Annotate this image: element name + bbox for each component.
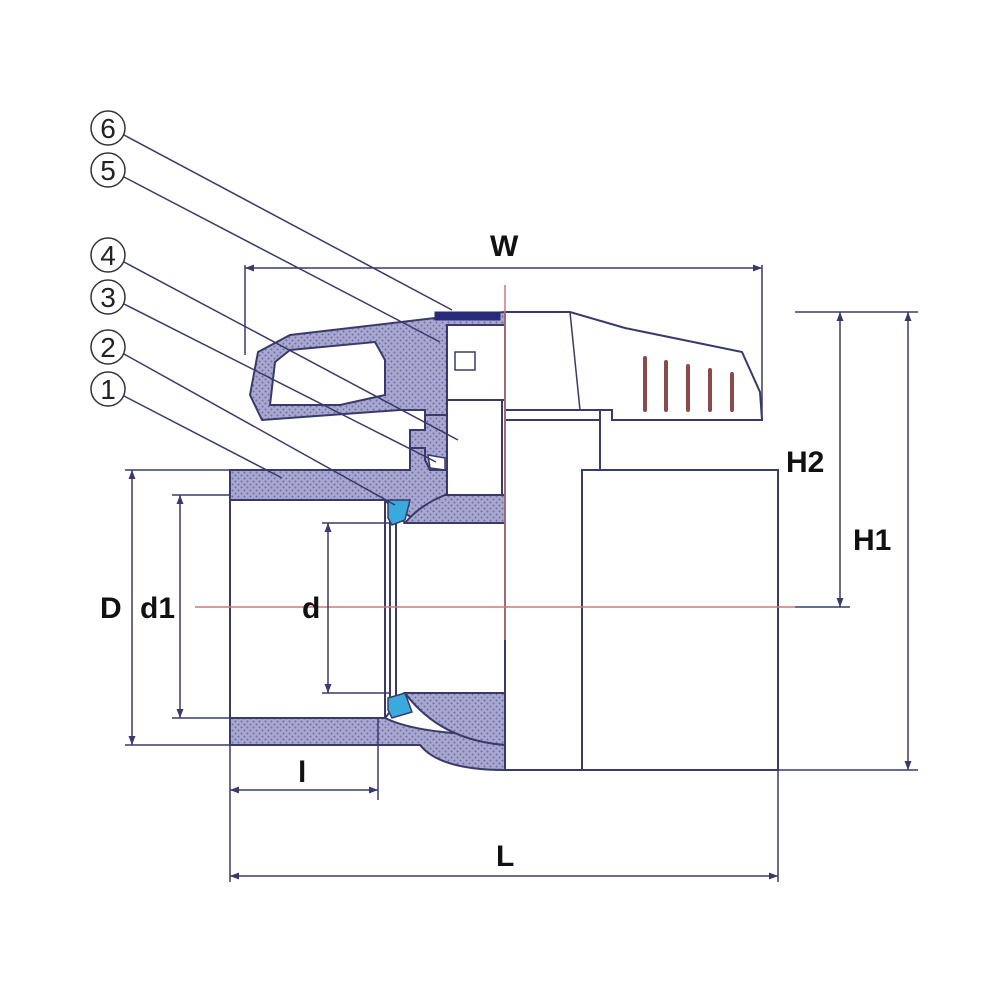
dim-label-L: L bbox=[496, 840, 514, 873]
callouts: 6 5 4 3 2 1 bbox=[90, 110, 459, 506]
svg-text:3: 3 bbox=[100, 282, 116, 313]
handle-grip bbox=[643, 356, 734, 412]
seal-top bbox=[387, 499, 411, 526]
stem-section bbox=[409, 411, 448, 471]
callout-2: 2 bbox=[90, 329, 396, 506]
dim-label-d1: d1 bbox=[140, 592, 175, 625]
dim-label-d-outer: D bbox=[100, 592, 122, 625]
handle-exterior bbox=[504, 311, 764, 421]
dim-label-h2: H2 bbox=[786, 446, 824, 479]
svg-text:5: 5 bbox=[100, 155, 116, 186]
dim-label-l: l bbox=[298, 756, 306, 789]
dim-label-d-inner: d bbox=[302, 592, 320, 625]
dim-label-h1: H1 bbox=[853, 524, 891, 557]
dim-label-w: W bbox=[490, 230, 519, 263]
svg-text:2: 2 bbox=[100, 332, 116, 363]
callout-1: 1 bbox=[90, 371, 283, 479]
callout-6: 6 bbox=[90, 110, 453, 311]
callout-5: 5 bbox=[90, 152, 441, 343]
seal-bottom bbox=[387, 692, 413, 719]
svg-text:6: 6 bbox=[100, 113, 116, 144]
svg-text:1: 1 bbox=[100, 374, 116, 405]
valve-body-exterior bbox=[446, 399, 779, 771]
svg-text:4: 4 bbox=[100, 240, 116, 271]
dimension-lines bbox=[125, 264, 918, 882]
callout-3: 3 bbox=[90, 279, 437, 463]
handle-cap bbox=[434, 311, 501, 321]
callout-4: 4 bbox=[90, 237, 459, 441]
